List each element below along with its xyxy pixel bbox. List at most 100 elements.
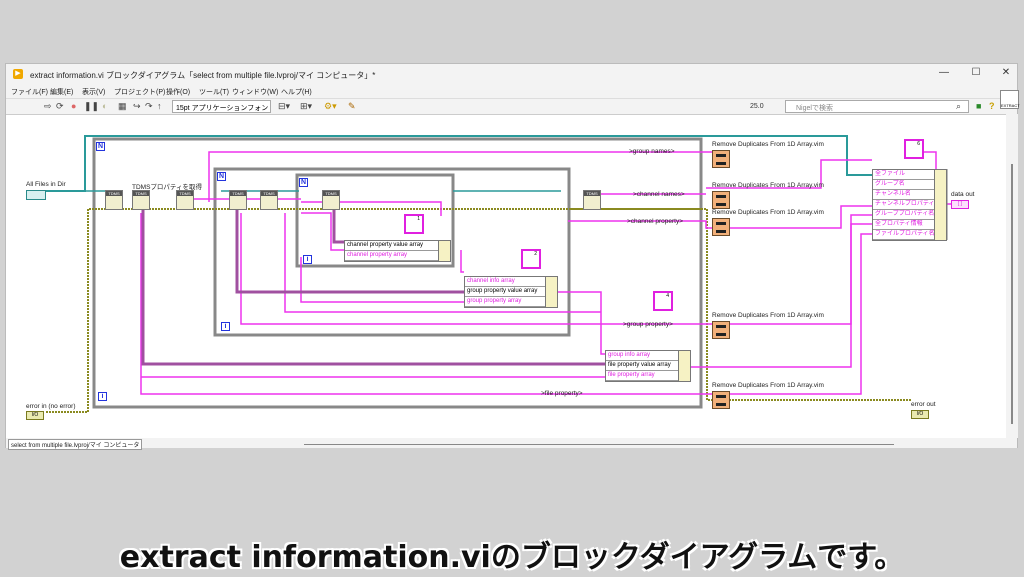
- outer-for-loop: [92, 137, 703, 409]
- menu-project[interactable]: プロジェクト(P): [114, 89, 166, 96]
- cluster-field: 全プロパティ情報: [873, 220, 946, 230]
- cluster-constant-icon[interactable]: 6: [904, 139, 924, 159]
- cluster-constant-icon[interactable]: 1: [404, 214, 424, 234]
- labview-app-icon: ▶: [13, 69, 23, 79]
- horizontal-scrollbar[interactable]: [304, 444, 894, 445]
- cluster-field: グループプロパティ名: [873, 210, 946, 220]
- cluster-constant-icon[interactable]: 2: [521, 249, 541, 269]
- inner-for-loop: [295, 173, 455, 268]
- vi-icon: EXTRACT: [1000, 90, 1020, 109]
- cluster-field: channel property array: [345, 251, 450, 261]
- toolbar: ⇨ ⟳ ● ❚❚ ◐ ▦ ↪ ↷ ↑ 15pt アプリケーションフォント ▾ ⊟…: [6, 98, 1017, 114]
- remove-dup-label: Remove Duplicates From 1D Array.vim: [712, 312, 824, 319]
- step-over-icon[interactable]: ↷: [145, 101, 153, 111]
- cluster-field: file property value array: [606, 361, 690, 371]
- pause-icon[interactable]: ❚❚: [84, 101, 100, 111]
- menu-help[interactable]: ヘルプ(H): [281, 89, 312, 96]
- step-into-icon[interactable]: ↪: [133, 101, 141, 111]
- error-out-indicator[interactable]: I/O: [911, 410, 929, 419]
- channel-bundle-by-name[interactable]: channel property value array channel pro…: [344, 240, 451, 262]
- status-bar: select from multiple file.lvproj/マイ コンピュ…: [6, 438, 1017, 450]
- vertical-scrollbar[interactable]: [1007, 114, 1018, 438]
- wires: [46, 135, 951, 413]
- diagram-objects: N N N i i i All Files in Dir error in (n…: [6, 115, 1006, 438]
- tdms-get-properties-node[interactable]: [132, 190, 150, 210]
- all-files-control[interactable]: [26, 190, 46, 200]
- font-select[interactable]: 15pt アプリケーションフォント ▾: [172, 100, 271, 113]
- data-out-bundle-by-name[interactable]: 全ファイル グループ名 チャンネル名 チャンネルプロパティ名 グループプロパティ…: [872, 169, 947, 241]
- remove-duplicates-node[interactable]: [712, 191, 730, 209]
- highlight-execution-icon[interactable]: ◐: [102, 101, 108, 111]
- run-continuously-icon[interactable]: ⟳: [56, 101, 64, 111]
- remove-duplicates-node[interactable]: [712, 321, 730, 339]
- search-icon[interactable]: ⌕: [956, 101, 962, 111]
- middle-for-loop: [213, 167, 571, 337]
- tdms-get-group-properties-node[interactable]: [229, 190, 247, 210]
- tdms-open-node[interactable]: [105, 190, 123, 210]
- remove-duplicates-node[interactable]: [712, 218, 730, 236]
- data-out-label: data out: [951, 191, 975, 198]
- tdms-get-channel-properties-node[interactable]: [322, 190, 340, 210]
- context-help-nav-icon[interactable]: ■: [976, 101, 982, 111]
- menu-view[interactable]: 表示(V): [82, 89, 106, 96]
- array-wires: [141, 207, 605, 366]
- middle-loop-count: N: [217, 172, 226, 181]
- retain-wire-values-icon[interactable]: ▦: [118, 101, 127, 111]
- cluster-field: group property value array: [465, 287, 557, 297]
- scrollbar-thumb[interactable]: [1011, 164, 1013, 424]
- error-in-control[interactable]: I/O: [26, 411, 44, 420]
- tdms-close-node[interactable]: [583, 190, 601, 210]
- inner-loop-iteration: i: [303, 255, 312, 264]
- menu-edit[interactable]: 編集(E): [50, 89, 74, 96]
- error-out-label: error out: [911, 401, 936, 408]
- tunnel-group-names: >group names>: [629, 148, 675, 155]
- error-in-label: error in (no error): [26, 403, 76, 410]
- remove-dup-label: Remove Duplicates From 1D Array.vim: [712, 382, 824, 389]
- tunnel-channel-names: >channel names>: [633, 191, 685, 198]
- search-input[interactable]: Nigelで検索: [785, 100, 969, 113]
- minimize-button[interactable]: —: [939, 67, 949, 78]
- cleanup-diagram-icon[interactable]: ✎: [348, 101, 356, 111]
- reorder-icon[interactable]: ⚙▾: [324, 101, 337, 111]
- zoom-level: 25.0: [750, 103, 764, 110]
- abort-icon[interactable]: ●: [71, 101, 77, 111]
- menu-tools[interactable]: ツール(T): [199, 89, 229, 96]
- cluster-constant-icon[interactable]: 4: [653, 291, 673, 311]
- tdms-list-contents-node[interactable]: [176, 190, 194, 210]
- block-diagram-canvas[interactable]: N N N i i i All Files in Dir error in (n…: [6, 114, 1006, 438]
- menu-operate[interactable]: 操作(O): [166, 89, 191, 96]
- cluster-field: グループ名: [873, 180, 946, 190]
- align-icon[interactable]: ⊟▾: [278, 101, 291, 111]
- group-bundle-by-name[interactable]: channel info array group property value …: [464, 276, 558, 308]
- remove-dup-label: Remove Duplicates From 1D Array.vim: [712, 182, 824, 189]
- font-select-value: 15pt アプリケーションフォント: [176, 105, 271, 112]
- cluster-field: channel property value array: [345, 241, 450, 251]
- cluster-field: group info array: [606, 351, 690, 361]
- caption: extract information.viのブロックダイアグラムです。: [119, 540, 905, 575]
- cluster-field: ファイルプロパティ名: [873, 230, 946, 240]
- cluster-field: channel info array: [465, 277, 557, 287]
- window-title: extract information.vi ブロックダイアグラム「select…: [30, 71, 376, 80]
- close-button[interactable]: ✕: [1001, 67, 1011, 78]
- remove-duplicates-node[interactable]: [712, 150, 730, 168]
- cluster-field: チャンネルプロパティ名: [873, 200, 946, 210]
- remove-duplicates-node[interactable]: [712, 391, 730, 409]
- title-bar: ▶ extract information.vi ブロックダイアグラム「sele…: [6, 64, 1017, 84]
- cluster-field: file property array: [606, 371, 690, 381]
- run-arrow-icon[interactable]: ⇨: [44, 101, 52, 111]
- tunnel-file-property: >file property>: [541, 390, 583, 397]
- distribute-icon[interactable]: ⊞▾: [300, 101, 313, 111]
- data-out-indicator[interactable]: [ ]: [951, 200, 969, 209]
- outer-loop-count: N: [96, 142, 105, 151]
- maximize-button[interactable]: ☐: [971, 67, 981, 78]
- step-out-icon[interactable]: ↑: [157, 101, 162, 111]
- file-bundle-by-name[interactable]: group info array file property value arr…: [605, 350, 691, 382]
- help-icon[interactable]: ?: [989, 101, 995, 111]
- path-wire: [46, 135, 872, 192]
- labview-window: ▶ extract information.vi ブロックダイアグラム「sele…: [5, 63, 1020, 450]
- cluster-field: group property array: [465, 297, 557, 307]
- tdms-list-channels-node[interactable]: [260, 190, 278, 210]
- cluster-field: 全ファイル: [873, 170, 946, 180]
- menu-window[interactable]: ウィンドウ(W): [232, 89, 279, 96]
- menu-file[interactable]: ファイル(F): [11, 89, 48, 96]
